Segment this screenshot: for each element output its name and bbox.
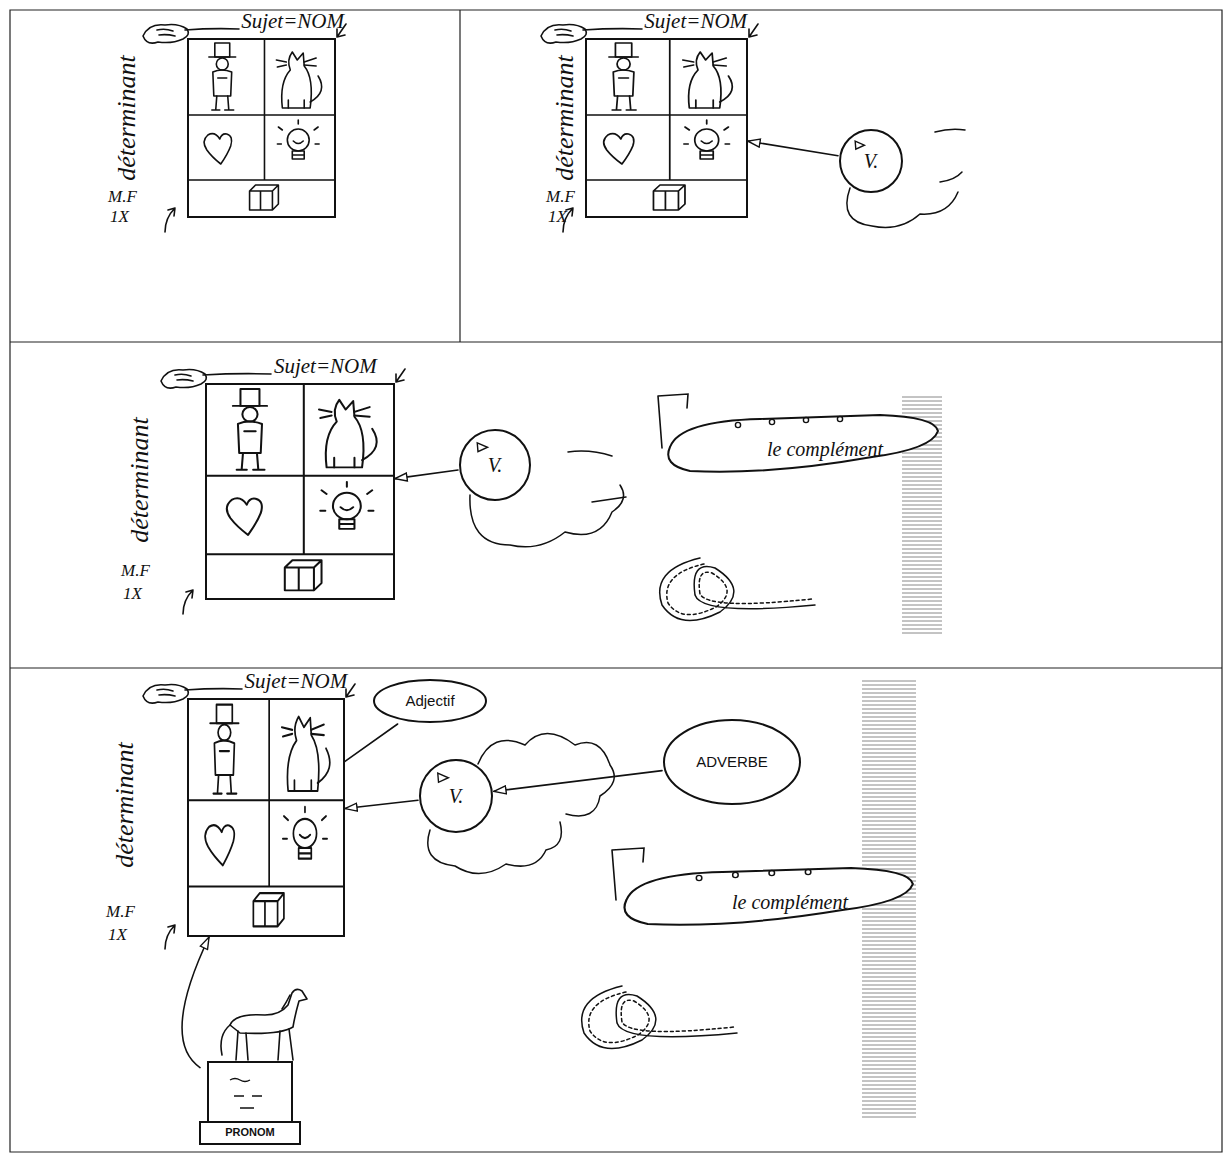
plane-outline: [605, 848, 915, 928]
pronoun-label: PRONOM: [225, 1126, 275, 1139]
pronoun-pedestal: PRONOM: [200, 1060, 300, 1144]
subject-noun-grid: Sujet=NOM: [187, 38, 336, 218]
complement-label: le complément: [732, 891, 848, 914]
complement-label: le complément: [767, 438, 883, 461]
subject-heading: Sujet=NOM: [644, 9, 747, 34]
subject-heading: Sujet=NOM: [274, 354, 377, 379]
subject-noun-grid: Sujet=NOM: [585, 38, 748, 218]
gender-label: M.F: [106, 903, 135, 922]
subject-heading: Sujet=NOM: [244, 669, 347, 694]
subject-noun-grid: Sujet=NOM: [187, 698, 345, 937]
word-class-label: ADVERBE: [696, 753, 768, 770]
number-label: 1X: [108, 926, 127, 945]
number-label: 1X: [548, 208, 567, 227]
subject-noun-grid: Sujet=NOM: [205, 383, 395, 600]
complement-plane: le complément: [650, 395, 940, 475]
word-bubble: Adjectif: [372, 678, 488, 724]
verb-label: V.: [864, 150, 879, 173]
verb-label: V.: [449, 785, 464, 808]
arrow-connector: [494, 771, 662, 792]
ropes: [582, 558, 815, 1049]
verb-circle: V.: [838, 128, 904, 194]
word-bubble: ADVERBE: [662, 718, 802, 806]
horse: [221, 989, 307, 1060]
arrow-connector: [345, 724, 398, 761]
verb-circle: V.: [458, 428, 532, 502]
determinant-label: déterminant: [113, 55, 142, 181]
plane-outline: [650, 395, 940, 475]
number-label: 1X: [110, 208, 129, 227]
hands-and-arrows: [143, 24, 758, 949]
gender-label: M.F: [546, 188, 575, 207]
subject-heading: Sujet=NOM: [241, 9, 344, 34]
word-class-label: Adjectif: [405, 692, 454, 709]
arrow-connector: [182, 937, 209, 1068]
gender-label: M.F: [121, 562, 150, 581]
determinant-label: déterminant: [551, 55, 580, 181]
plane-fins: [612, 394, 688, 900]
determinant-label: déterminant: [111, 742, 140, 868]
arrow-connector: [395, 470, 458, 479]
panel-frames: [10, 10, 1222, 1152]
grid-icons: [187, 38, 748, 926]
complement-plane: le complément: [605, 848, 915, 928]
gender-label: M.F: [108, 188, 137, 207]
hatching: [862, 395, 942, 1120]
verb-label: V.: [488, 454, 503, 477]
arrow-connector: [748, 141, 838, 156]
clouds: [428, 129, 965, 873]
arrow-connector: [345, 800, 418, 808]
determinant-label: déterminant: [126, 417, 155, 543]
verb-circle: V.: [418, 758, 494, 834]
number-label: 1X: [123, 585, 142, 604]
